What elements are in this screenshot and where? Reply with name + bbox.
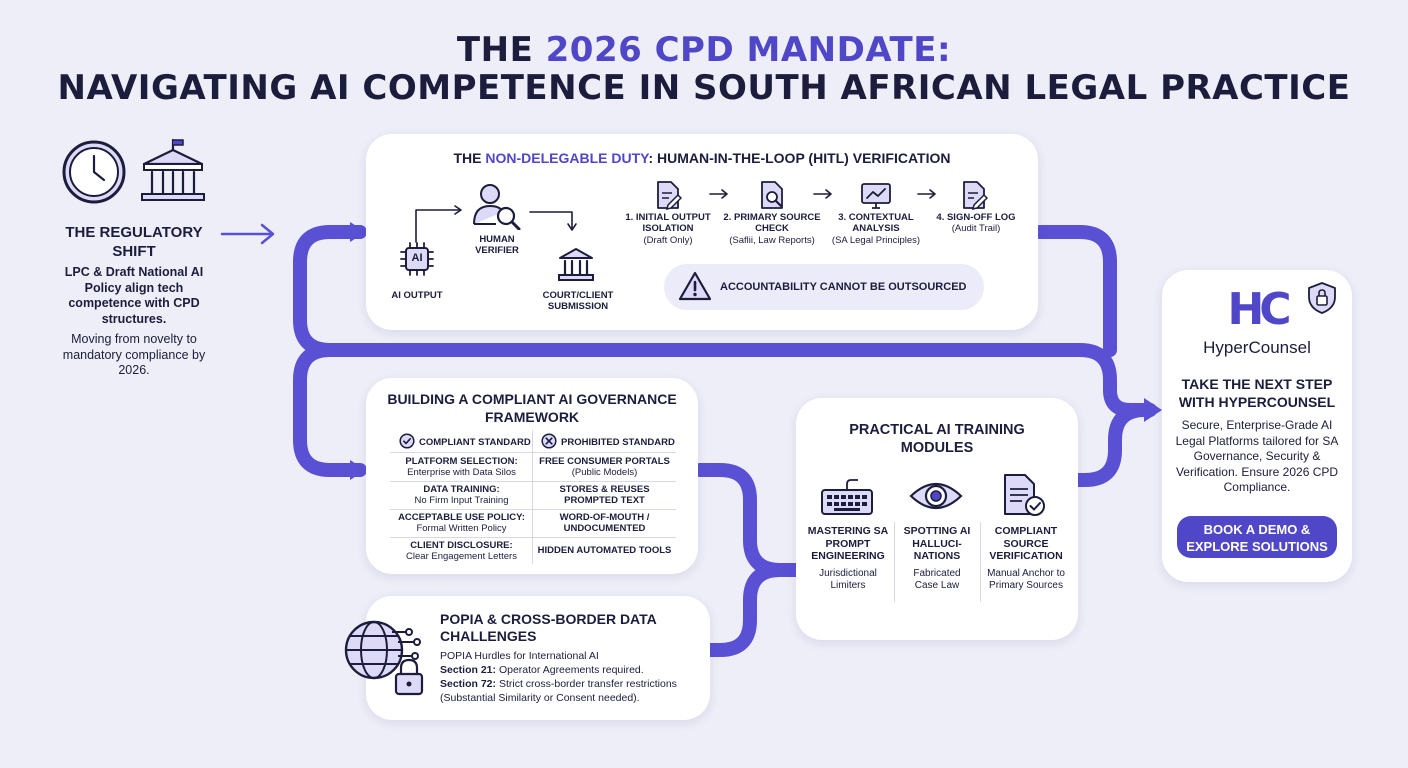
hitl-step-2: 2. PRIMARY SOURCE CHECK (Saflii, Law Rep… — [723, 212, 821, 246]
signoff-log-icon — [963, 181, 988, 210]
governance-row-divider — [390, 481, 676, 482]
popia-card — [366, 596, 710, 720]
human-verifier-icon — [473, 184, 521, 230]
globe-lock-icon — [344, 620, 424, 696]
governance-row: DATA TRAINING:No Firm Input Training STO… — [414, 484, 650, 507]
ai-chip-label: AI — [411, 252, 423, 264]
prohibited-column-header: PROHIBITED STANDARD — [561, 437, 675, 448]
page-title: THE 2026 CPD MANDATE: — [456, 30, 952, 70]
hypercounsel-brand: HyperCounsel — [1203, 338, 1311, 357]
court-icon — [558, 248, 594, 281]
step-arrows — [709, 189, 936, 199]
popia-section-21: Section 21: Operator Agreements required… — [440, 664, 644, 676]
keyboard-icon — [821, 479, 873, 515]
governance-row-divider — [390, 509, 676, 510]
training-divider — [894, 522, 895, 602]
regulatory-bold-text: LPC & Draft National AI Policy align tec… — [64, 265, 204, 326]
analysis-chart-icon — [861, 183, 891, 209]
governance-row: CLIENT DISCLOSURE:Clear Engagement Lette… — [406, 540, 672, 563]
accountability-banner — [664, 264, 984, 310]
governance-row-divider — [390, 537, 676, 538]
cta-text: Secure, Enterprise-Grade AI Legal Platfo… — [1175, 418, 1339, 495]
training-module-verification: COMPLIANT SOURCE VERIFICATION Manual Anc… — [987, 525, 1065, 591]
court-client-label: COURT/CLIENT SUBMISSION — [542, 290, 614, 313]
ai-output-label: AI OUTPUT — [391, 290, 443, 301]
hypercounsel-logo: HC — [1227, 284, 1291, 335]
governance-title: BUILDING A COMPLIANT AI GOVERNANCE FRAME… — [387, 391, 677, 425]
hitl-step-1: 1. INITIAL OUTPUT ISOLATION (Draft Only) — [625, 212, 711, 246]
governance-row: ACCEPTABLE USE POLICY:Formal Written Pol… — [398, 512, 650, 535]
hitl-title: THE NON-DELEGABLE DUTY: HUMAN-IN-THE-LOO… — [453, 150, 951, 166]
compliant-column-header: COMPLIANT STANDARD — [419, 437, 531, 448]
hitl-step-4: 4. SIGN-OFF LOG (Audit Trail) — [936, 212, 1016, 235]
training-module-hallucinations: SPOTTING AI HALLUCI-NATIONS Fabricated C… — [903, 525, 971, 591]
popia-section-72: Section 72: Strict cross-border transfer… — [440, 678, 677, 704]
prohibited-circle-icon — [541, 433, 557, 449]
popia-title: POPIA & CROSS-BORDER DATA CHALLENGES — [440, 611, 657, 644]
training-title: PRACTICAL AI TRAINING MODULES — [849, 422, 1025, 457]
governance-row-divider — [390, 452, 676, 453]
check-circle-icon — [399, 433, 415, 449]
hitl-flow-arrows — [415, 205, 577, 243]
page-subtitle: NAVIGATING AI COMPETENCE IN SOUTH AFRICA… — [57, 68, 1351, 108]
governance-row: PLATFORM SELECTION:Enterprise with Data … — [405, 456, 670, 479]
governance-column-divider — [532, 430, 533, 564]
ai-chip-icon — [400, 242, 434, 276]
verified-document-icon — [1004, 474, 1045, 516]
hitl-step-3: 3. CONTEXTUAL ANALYSIS (SA Legal Princip… — [831, 212, 921, 246]
document-search-icon — [761, 181, 783, 209]
cta-heading: TAKE THE NEXT STEP WITH HYPERCOUNSEL — [1178, 376, 1336, 410]
book-demo-button[interactable]: BOOK A DEMO & EXPLORE SOLUTIONS — [1177, 516, 1337, 558]
shield-lock-icon — [1308, 282, 1336, 314]
courthouse-icon — [141, 138, 205, 201]
accountability-text: ACCOUNTABILITY CANNOT BE OUTSOURCED — [720, 281, 967, 293]
warning-icon — [678, 271, 712, 301]
training-divider — [980, 522, 981, 602]
clock-icon — [62, 140, 126, 204]
popia-intro: POPIA Hurdles for International AI — [440, 650, 599, 662]
eye-icon — [909, 482, 963, 510]
regulatory-heading: THE REGULATORY SHIFT — [65, 224, 203, 260]
human-verifier-label: HUMAN VERIFIER — [475, 234, 519, 257]
regulatory-text: Moving from novelty to mandatory complia… — [62, 332, 206, 378]
training-module-prompt: MASTERING SA PROMPT ENGINEERING Jurisdic… — [807, 525, 889, 591]
training-card — [796, 398, 1078, 640]
document-edit-icon — [657, 181, 682, 210]
